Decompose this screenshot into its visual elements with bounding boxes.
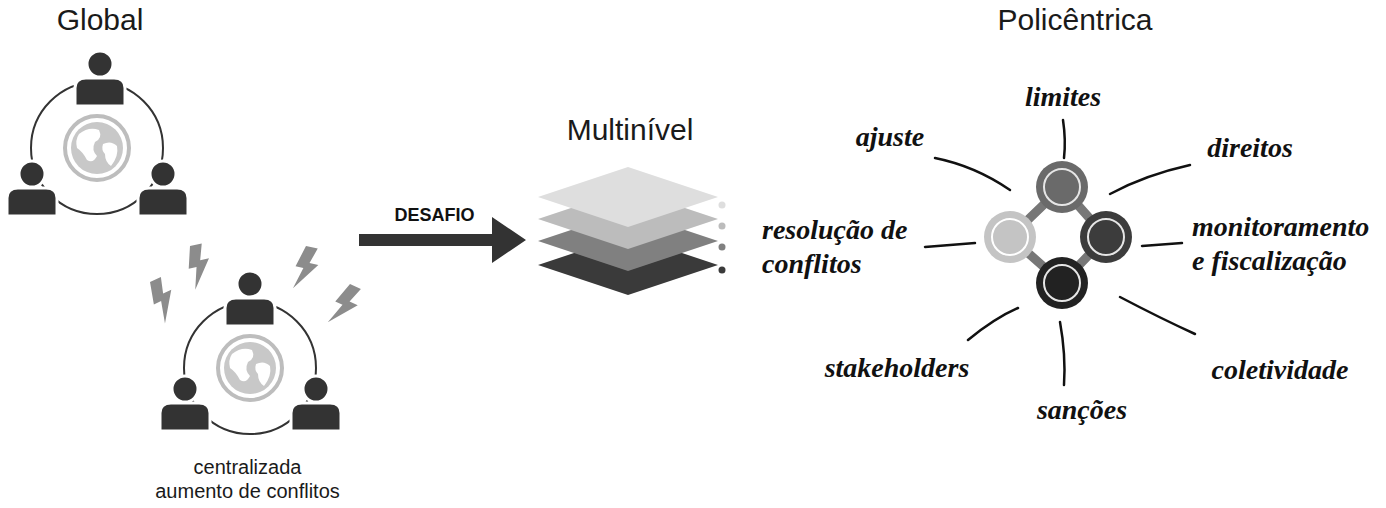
- concept-label: stakeholders: [825, 351, 970, 385]
- panel-group: Policêntrica: [975, 2, 1175, 44]
- panel-caption: centralizada aumento de conflitos: [154, 455, 342, 503]
- panel-group: Global: [20, 2, 180, 215]
- panel-heading: Multinível: [567, 112, 694, 148]
- concept-label: direitos: [1207, 131, 1293, 165]
- polycentric-network: [984, 161, 1132, 309]
- concept-label: ajuste: [856, 120, 924, 154]
- panel-heading: Global: [57, 2, 144, 38]
- concept-label: resolução de conflitos: [762, 213, 937, 281]
- panel-heading: Policêntrica: [997, 2, 1152, 38]
- panel-group: Multinível: [530, 112, 730, 317]
- layer-stack: [538, 167, 726, 295]
- concept-label: limites: [1025, 80, 1101, 114]
- concept-label: coletividade: [1212, 353, 1349, 387]
- concept-label: monitoramento e fiscalização: [1192, 210, 1377, 278]
- concept-label: sanções: [1037, 393, 1127, 427]
- centralized-icon: [145, 243, 365, 434]
- panel-group: centralizada aumento de conflitos: [140, 225, 355, 503]
- global-icon: [7, 51, 188, 216]
- arrow-label: DESAFIO: [394, 205, 474, 226]
- leader-lines: [925, 120, 1195, 385]
